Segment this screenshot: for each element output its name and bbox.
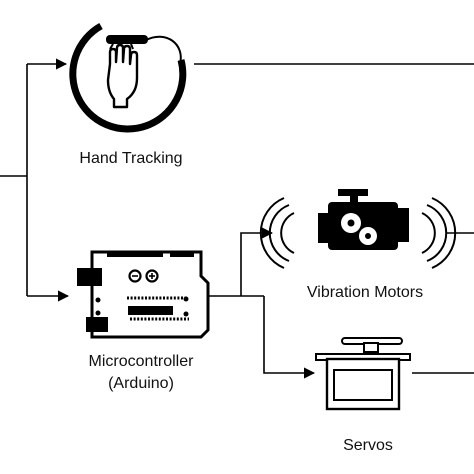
engine-vibration-icon: [259, 189, 457, 269]
vibration-motors-label: Vibration Motors: [307, 284, 423, 301]
servos-label: Servos: [343, 437, 393, 454]
microcontroller-sublabel: (Arduino): [108, 375, 174, 392]
arduino-board-icon: [77, 250, 210, 339]
servo-motor-icon: [315, 337, 411, 411]
microcontroller-label: Microcontroller: [89, 353, 195, 370]
arrow-to-vibration-motors: [240, 227, 274, 296]
connectors: [0, 58, 474, 379]
arrow-to-servos: [263, 296, 316, 379]
hand-tracking-label: Hand Tracking: [79, 150, 182, 167]
hand-tracking-icon: [69, 22, 187, 133]
